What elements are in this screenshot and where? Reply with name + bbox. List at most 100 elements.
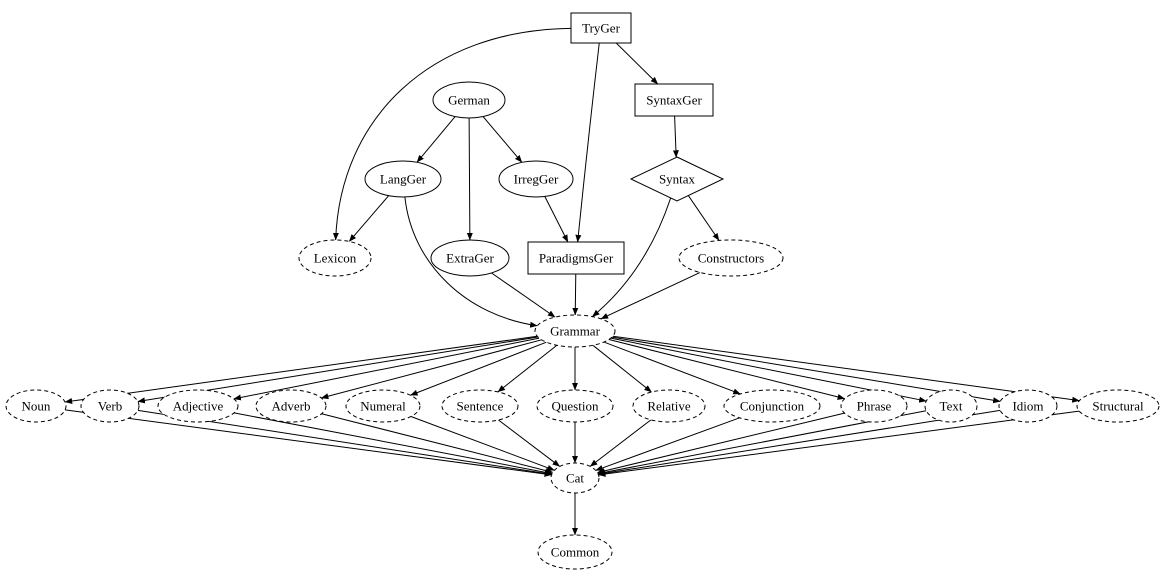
adjective-label: Adjective: [173, 399, 224, 414]
noun-label: Noun: [22, 399, 51, 414]
edge-syntax-constructors: [687, 195, 720, 241]
syntax-shape: [629, 156, 725, 202]
node-structural: Structural: [1076, 389, 1160, 423]
edge-german-langger: [416, 116, 456, 163]
phrase-label: Phrase: [857, 399, 892, 414]
idiom-shape: [998, 389, 1058, 423]
conjunction-shape: [723, 389, 821, 423]
adverb-shape: [255, 389, 327, 423]
irregger-label: IrregGer: [514, 172, 559, 187]
edge-tryger-syntaxger: [615, 42, 659, 85]
verb-label: Verb: [98, 399, 123, 414]
edge-idiom-cat: [597, 409, 1001, 477]
edge-paradigmsger-grammar: [572, 273, 579, 316]
edge-phrase-cat: [597, 412, 845, 474]
common-label: Common: [551, 545, 600, 560]
german-label: German: [448, 93, 490, 108]
edge-numeral-cat: [410, 416, 555, 471]
structural-shape: [1076, 389, 1160, 423]
grammar-label: Grammar: [550, 324, 600, 339]
node-tryger: TryGer: [570, 12, 632, 44]
langger-shape: [364, 160, 442, 198]
edge-structural-cat: [598, 410, 1080, 477]
edge-sentence-cat: [498, 419, 561, 467]
edge-grammar-conjunction: [603, 341, 741, 395]
cat-shape: [550, 462, 600, 494]
tryger-label: TryGer: [582, 21, 620, 36]
edge-tryger-paradigmsger: [575, 42, 600, 243]
edge-german-irregger: [482, 116, 523, 163]
node-numeral: Numeral: [345, 389, 421, 423]
edge-grammar-relative: [592, 344, 652, 393]
node-german: German: [432, 81, 506, 119]
edge-extrager-grammar: [491, 272, 556, 318]
node-syntax: Syntax: [629, 156, 725, 202]
node-verb: Verb: [80, 389, 140, 423]
edge-conjunction-cat: [595, 417, 740, 471]
node-idiom: Idiom: [998, 389, 1058, 423]
edge-adjective-cat: [234, 412, 553, 476]
syntaxger-shape: [634, 83, 714, 117]
edge-grammar-numeral: [410, 341, 547, 396]
node-conjunction: Conjunction: [723, 389, 821, 423]
node-constructors: Constructors: [678, 239, 784, 277]
edge-grammar-idiom: [611, 336, 1001, 404]
node-question: Question: [536, 389, 614, 423]
edges: [64, 27, 1080, 536]
edge-adverb-cat: [321, 413, 554, 474]
node-grammar: Grammar: [534, 314, 616, 348]
syntax-label: Syntax: [659, 172, 696, 187]
question-shape: [536, 389, 614, 423]
edge-grammar-adjective: [233, 337, 540, 401]
edge-syntaxger-syntax: [672, 115, 679, 158]
node-sentence: Sentence: [441, 389, 519, 423]
langger-label: LangGer: [380, 172, 427, 187]
lexicon-shape: [298, 239, 372, 277]
extrager-shape: [430, 239, 510, 277]
node-text: Text: [924, 389, 978, 423]
verb-shape: [80, 389, 140, 423]
grammar-shape: [534, 314, 616, 348]
conjunction-label: Conjunction: [740, 399, 805, 414]
edge-grammar-structural: [612, 335, 1080, 403]
phrase-shape: [840, 389, 908, 423]
edge-grammar-sentence: [497, 344, 558, 393]
common-shape: [537, 534, 613, 570]
node-langger: LangGer: [364, 160, 442, 198]
edge-grammar-phrase: [608, 339, 846, 400]
edge-relative-cat: [589, 419, 652, 467]
noun-shape: [5, 389, 67, 423]
text-label: Text: [940, 399, 963, 414]
question-label: Question: [552, 399, 599, 414]
lexicon-label: Lexicon: [314, 251, 357, 266]
node-adjective: Adjective: [157, 389, 239, 423]
node-noun: Noun: [5, 389, 67, 423]
edge-tryger-lexicon: [332, 27, 572, 241]
node-paradigmsger: ParadigmsGer: [527, 241, 625, 275]
extrager-label: ExtraGer: [446, 251, 494, 266]
node-syntaxger: SyntaxGer: [634, 83, 714, 117]
node-common: Common: [537, 534, 613, 570]
edge-grammar-noun: [64, 335, 538, 404]
constructors-shape: [678, 239, 784, 277]
node-phrase: Phrase: [840, 389, 908, 423]
relative-label: Relative: [647, 399, 691, 414]
edge-noun-cat: [65, 409, 552, 477]
node-adverb: Adverb: [255, 389, 327, 423]
edge-langger-lexicon: [348, 195, 390, 242]
numeral-shape: [345, 389, 421, 423]
node-lexicon: Lexicon: [298, 239, 372, 277]
sentence-label: Sentence: [457, 399, 504, 414]
cat-label: Cat: [566, 471, 584, 486]
german-shape: [432, 81, 506, 119]
paradigmsger-label: ParadigmsGer: [539, 251, 614, 266]
paradigmsger-shape: [527, 241, 625, 275]
edge-langger-grammar: [404, 196, 538, 328]
node-relative: Relative: [632, 389, 706, 423]
numeral-label: Numeral: [360, 399, 406, 414]
syntaxger-label: SyntaxGer: [646, 93, 702, 108]
idiom-label: Idiom: [1012, 399, 1043, 414]
adverb-label: Adverb: [272, 399, 311, 414]
edge-grammar-adverb: [320, 339, 542, 400]
